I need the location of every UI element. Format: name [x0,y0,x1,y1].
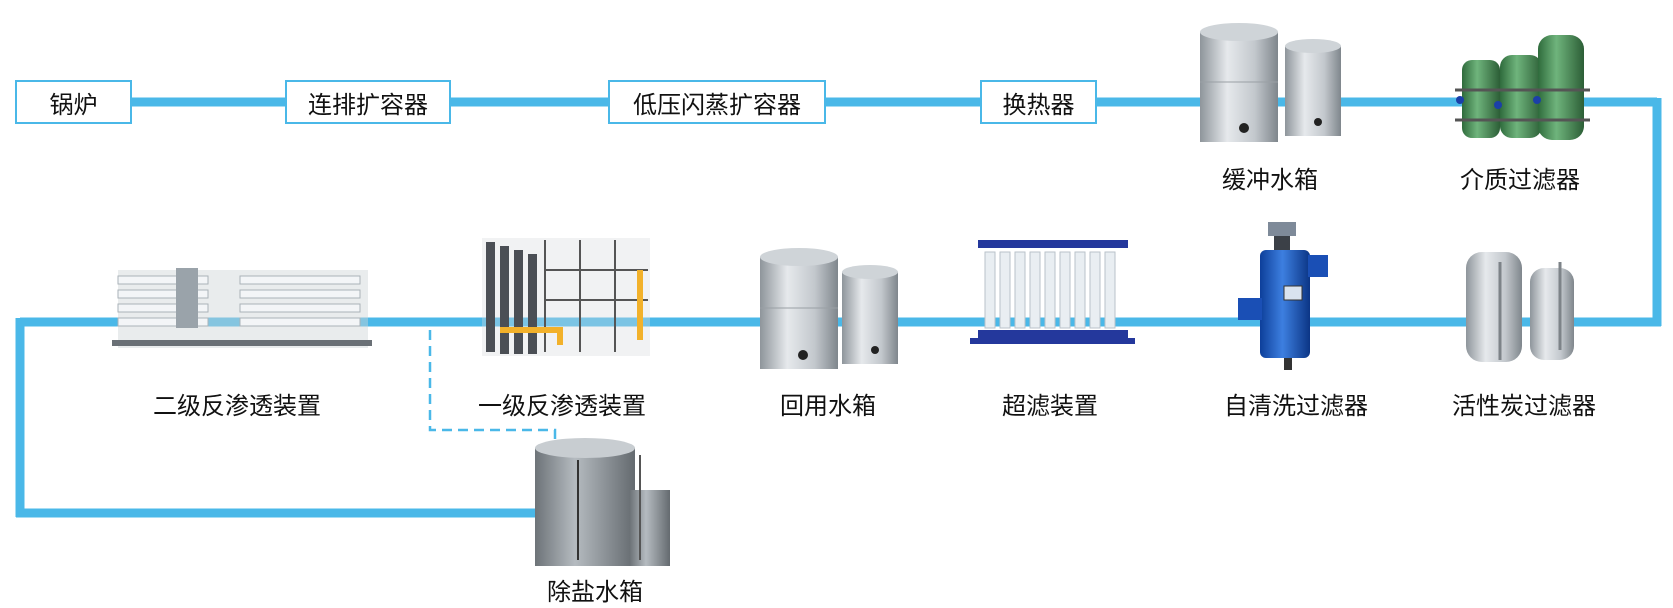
primary-ro-unit-label: 一级反渗透装置 [478,392,646,420]
heat-exchanger-box: 换热器 [980,80,1097,124]
media-filter-label: 介质过滤器 [1460,166,1580,194]
secondary-ro-unit-image [112,268,372,348]
low-pressure-flash-tank-label: 低压闪蒸扩容器 [633,90,801,119]
buffer-tank-image [1200,23,1341,142]
self-cleaning-filter-label: 自清洗过滤器 [1224,392,1368,420]
activated-carbon-filter-image [1466,252,1574,362]
continuous-blowdown-flash-tank-label: 连排扩容器 [308,90,428,119]
boiler-label: 锅炉 [49,90,98,119]
boiler-box: 锅炉 [15,80,132,124]
desalted-water-tank-label: 除盐水箱 [547,578,643,606]
ultrafiltration-unit-image [970,240,1135,344]
buffer-tank-label: 缓冲水箱 [1222,166,1318,194]
desalted-water-tank-image [535,438,670,566]
activated-carbon-filter-label: 活性炭过滤器 [1452,392,1596,420]
ultrafiltration-unit-label: 超滤装置 [1002,392,1098,420]
primary-ro-unit-image [482,238,650,356]
secondary-ro-unit-label: 二级反渗透装置 [153,392,321,420]
heat-exchanger-label: 换热器 [1002,90,1075,119]
reuse-water-tank-image [760,248,898,369]
low-pressure-flash-tank-box: 低压闪蒸扩容器 [608,80,826,124]
reuse-water-tank-label: 回用水箱 [780,392,876,420]
media-filter-image [1455,35,1590,140]
bypass-dashed-line [428,330,557,445]
continuous-blowdown-flash-tank-box: 连排扩容器 [285,80,451,124]
self-cleaning-filter-image [1238,222,1328,370]
